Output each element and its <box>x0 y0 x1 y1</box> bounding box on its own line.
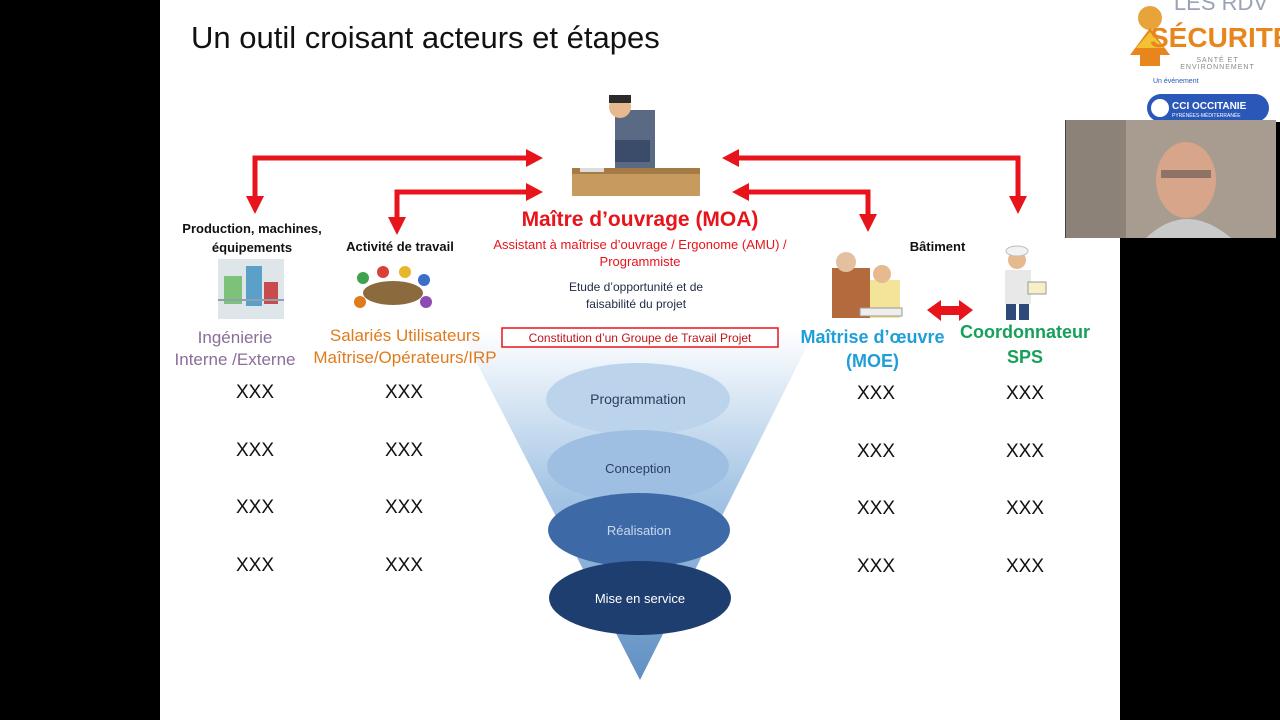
actor-moe-line1: Maîtrise d’œuvre <box>800 327 945 347</box>
stage-programmation: Programmation <box>590 391 686 407</box>
stage-conception: Conception <box>605 461 671 476</box>
production-image <box>218 259 284 319</box>
stage-ellipse-programmation <box>546 363 730 435</box>
presentation-slide: Un outil croisant acteurs et étapes <box>160 0 1120 720</box>
moa-subtitle-line1: Assistant à maîtrise d’ouvrage / Ergonom… <box>493 237 787 252</box>
grid-cell: XXX <box>1006 383 1045 404</box>
speaker-silhouette <box>1066 120 1276 238</box>
grid-cell: XXX <box>236 555 275 576</box>
diagram-graphics <box>218 95 1047 680</box>
stage-ellipse-mise-en-service <box>549 561 731 635</box>
moa-person-image <box>572 95 700 196</box>
actor-salaries-line2: Maîtrise/Opérateurs/IRP <box>313 348 497 367</box>
sps-person-image <box>1005 245 1047 320</box>
moe-people-image <box>832 252 903 318</box>
grid-cell: XXX <box>857 441 896 462</box>
moa-title: Maître d’ouvrage (MOA) <box>521 208 759 231</box>
grid-cell: XXX <box>385 382 424 403</box>
actor-ingenierie: Ingénierie Interne /Externe <box>165 327 305 371</box>
actor-coordonnateur: Coordonnateur SPS <box>950 320 1100 370</box>
grid-cell: XXX <box>236 440 275 461</box>
brand-event-text: Un événement <box>1153 78 1199 85</box>
etude-line1: Etude d’opportunité et de <box>568 280 704 294</box>
grid-cell: XXX <box>857 498 896 519</box>
grid-cell: XXX <box>236 382 275 403</box>
etude-text: Etude d’opportunité et de faisabilité du… <box>530 279 742 313</box>
actor-salaries-line1: Salariés Utilisateurs <box>329 326 481 345</box>
grid-cell: XXX <box>1006 441 1045 462</box>
category-production-line2: équipements <box>211 240 293 255</box>
grid-cell: XXX <box>236 497 275 518</box>
actor-ingenierie-line1: Ingénierie <box>197 328 273 347</box>
grid-cell: XXX <box>385 555 424 576</box>
actor-moe: Maîtrise d’œuvre (MOE) <box>790 325 955 373</box>
moa-subtitle: Assistant à maîtrise d’ouvrage / Ergonom… <box>460 236 820 270</box>
stage-mise-en-service: Mise en service <box>594 591 686 606</box>
grid-cell: XXX <box>385 440 424 461</box>
grid-cell: XXX <box>857 383 896 404</box>
brand-cci-line1: CCI OCCITANIE <box>1172 101 1247 112</box>
brand-tagline: SANTÉ ET ENVIRONNEMENT <box>1180 57 1255 71</box>
etude-line2: faisabilité du projet <box>585 297 687 311</box>
actor-salaries: Salariés Utilisateurs Maîtrise/Opérateur… <box>310 325 500 369</box>
category-production-line1: Production, machines, <box>182 221 322 236</box>
brand-top-text: LES RDV <box>1173 0 1269 15</box>
stage-ellipse-conception <box>547 430 729 502</box>
speaker-webcam-video <box>1065 120 1276 238</box>
brand-name: SÉCURITÉ <box>1150 22 1280 53</box>
activite-image <box>348 259 438 319</box>
stage-realisation: Réalisation <box>606 523 672 538</box>
actor-coord-line1: Coordonnateur <box>960 322 1090 342</box>
event-brand-logo: LES RDV SÉCURITÉ SANTÉ ET ENVIRONNEMENT … <box>1120 0 1280 122</box>
grid-cell: XXX <box>857 556 896 577</box>
category-batiment: Bâtiment <box>909 239 966 254</box>
actor-ingenierie-line2: Interne /Externe <box>174 350 296 369</box>
grid-cell: XXX <box>1006 498 1045 519</box>
stage-ellipse-realisation <box>548 493 730 567</box>
groupe-text: Constitution d’un Groupe de Travail Proj… <box>528 331 752 345</box>
slide-title: Un outil croisant acteurs et étapes <box>191 20 660 55</box>
category-activite: Activité de travail <box>346 239 454 254</box>
moa-subtitle-line2: Programmiste <box>599 254 681 269</box>
category-production: Production, machines, équipements <box>172 219 332 257</box>
actor-moe-line2: (MOE) <box>846 351 899 371</box>
double-arrow-moe-sps <box>927 300 973 321</box>
groupe-box <box>501 327 779 348</box>
brand-cci-line2: PYRÉNÉES-MÉDITERRANÉE <box>1172 113 1241 119</box>
actor-coord-line2: SPS <box>1006 347 1044 367</box>
grid-cell: XXX <box>1006 556 1045 577</box>
grid-cell: XXX <box>385 497 424 518</box>
brand-graphic <box>1130 6 1269 122</box>
